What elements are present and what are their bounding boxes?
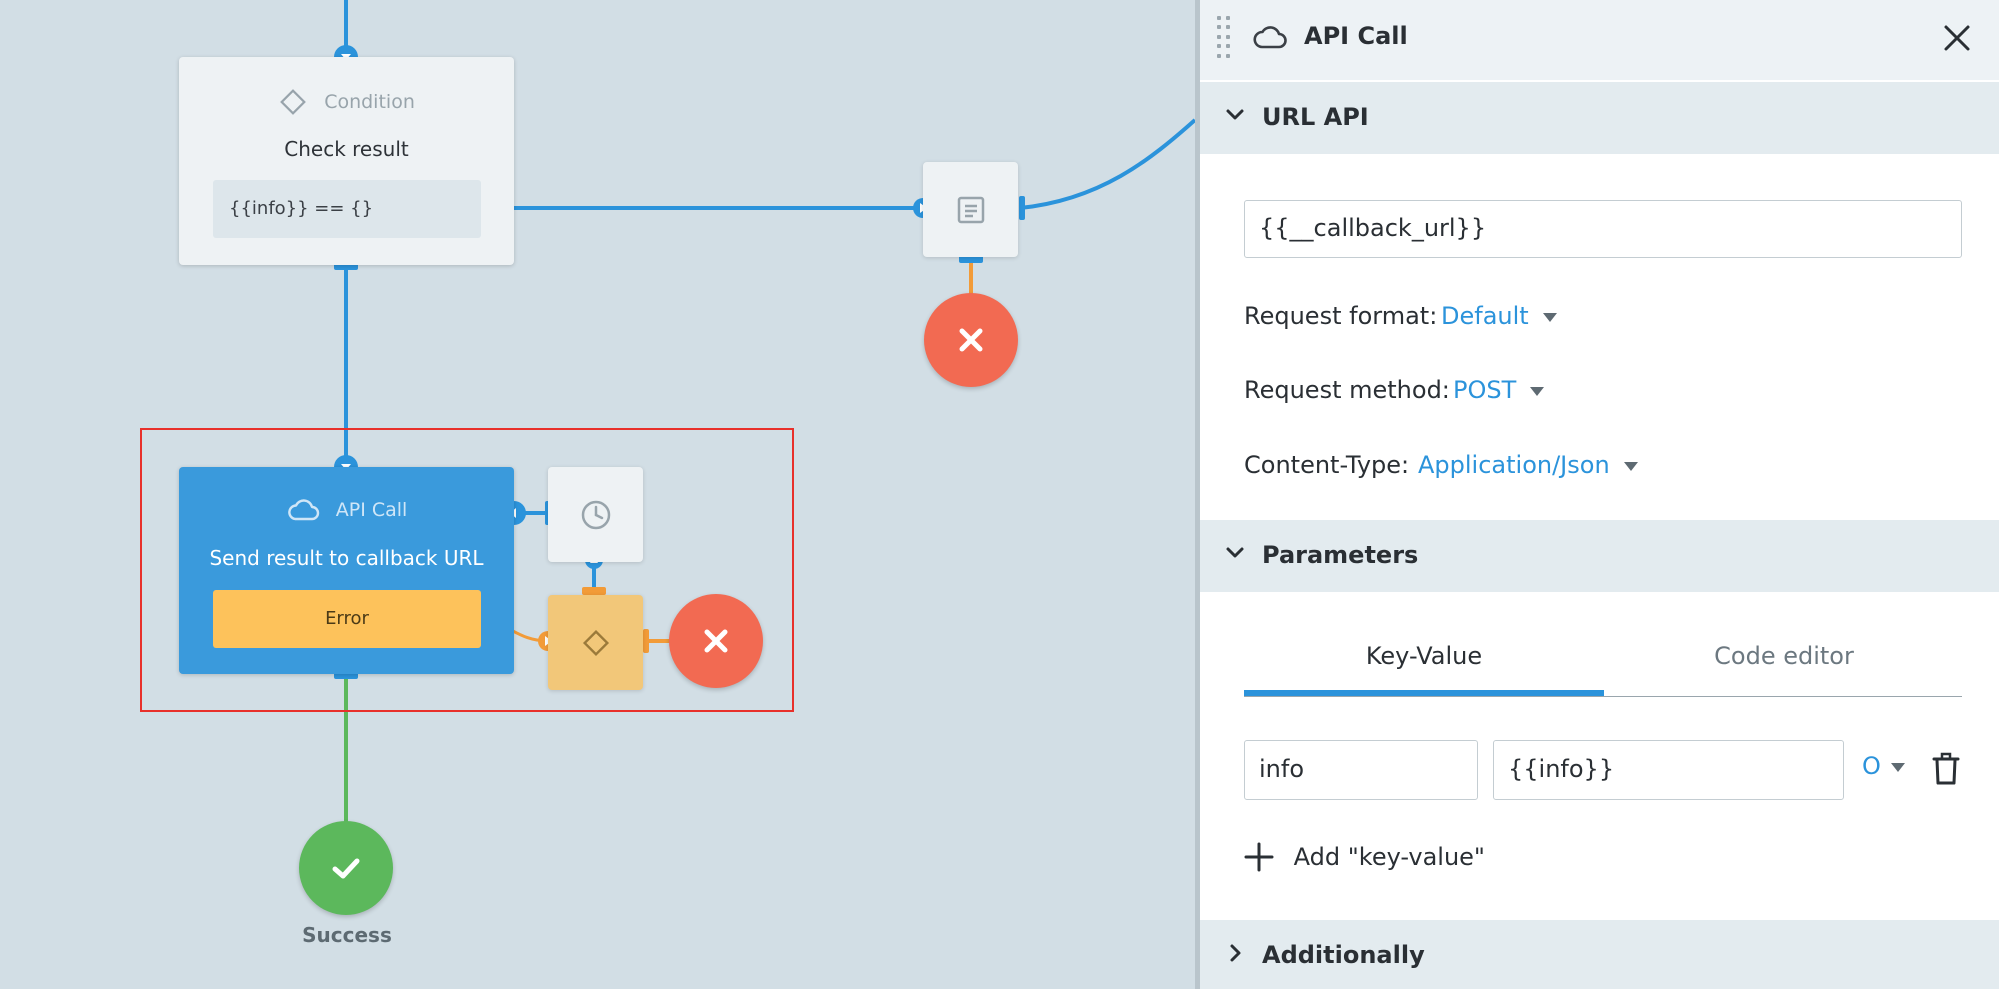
section-url-api[interactable]: URL API (1200, 82, 1999, 154)
tab-key-value[interactable]: Key-Value (1244, 624, 1604, 696)
error-condition-node[interactable] (548, 595, 643, 690)
success-end-node[interactable] (299, 821, 393, 915)
section-parameters-label: Parameters (1262, 541, 1419, 569)
chevron-down-icon (1226, 109, 1244, 120)
diamond-icon (280, 89, 307, 115)
close-icon (959, 328, 983, 352)
section-additionally-label: Additionally (1262, 941, 1425, 969)
api-node-title: Send result to callback URL (209, 546, 484, 570)
caret-down-icon (1542, 312, 1557, 322)
param-value-input[interactable]: {{info}} (1493, 740, 1844, 800)
param-key-input[interactable]: info (1244, 740, 1478, 800)
content-type-select[interactable]: Application/Json (1418, 451, 1638, 479)
close-icon (704, 629, 728, 653)
request-format-value: Default (1441, 302, 1529, 330)
condition-node[interactable]: Condition Check result {{info}} == {} (179, 57, 514, 265)
content-type-label: Content-Type: (1244, 451, 1410, 479)
caret-down-icon (1530, 386, 1545, 396)
document-icon (957, 196, 984, 223)
request-method-value: POST (1453, 376, 1517, 404)
add-key-value-label: Add "key-value" (1293, 843, 1485, 871)
param-type-value: O (1862, 752, 1881, 780)
check-icon (332, 858, 360, 879)
request-method-select[interactable]: POST (1453, 376, 1545, 404)
request-method-label: Request method: (1244, 376, 1450, 404)
api-call-node[interactable]: API Call Send result to callback URL Err… (179, 467, 514, 674)
cloud-icon (1253, 26, 1287, 49)
condition-expression[interactable]: {{info}} == {} (213, 180, 481, 238)
error-branch[interactable]: Error (213, 590, 481, 648)
flow-canvas[interactable]: Condition Check result {{info}} == {} AP… (0, 0, 1195, 989)
section-parameters[interactable]: Parameters (1200, 520, 1999, 592)
close-panel-button[interactable] (1939, 20, 1975, 56)
add-key-value-button[interactable]: Add "key-value" (1244, 842, 1485, 872)
content-type-value: Application/Json (1418, 451, 1610, 479)
parameters-tabs: Key-Value Code editor (1244, 624, 1962, 697)
success-label: Success (302, 923, 392, 947)
tab-code-editor[interactable]: Code editor (1714, 642, 1854, 670)
timeout-node[interactable] (548, 467, 643, 562)
caret-down-icon (1890, 762, 1905, 772)
diamond-icon (582, 629, 609, 656)
cloud-icon (287, 499, 319, 521)
api-type-label: API Call (335, 499, 408, 521)
chevron-right-icon (1230, 944, 1241, 962)
request-format-select[interactable]: Default (1441, 302, 1557, 330)
trash-icon[interactable] (1930, 752, 1962, 786)
fail-end-node[interactable] (924, 293, 1018, 387)
param-type-select[interactable]: O (1862, 752, 1905, 780)
condition-title: Check result (284, 137, 409, 161)
request-format-label: Request format: (1244, 302, 1438, 330)
section-additionally[interactable]: Additionally (1200, 920, 1999, 989)
document-node[interactable] (923, 162, 1018, 257)
drag-handle-icon[interactable] (1217, 16, 1231, 60)
api-node-type: API Call (179, 497, 514, 523)
clock-icon (581, 500, 610, 529)
caret-down-icon (1623, 461, 1638, 471)
section-url-api-label: URL API (1262, 103, 1369, 131)
condition-node-type: Condition (179, 87, 514, 117)
panel-header: API Call (1200, 0, 1999, 80)
properties-panel: API Call URL API {{__callback_url}} Requ… (1195, 0, 1999, 989)
url-input[interactable]: {{__callback_url}} (1244, 200, 1962, 258)
condition-type-label: Condition (324, 91, 415, 113)
panel-title: API Call (1304, 22, 1408, 50)
chevron-down-icon (1226, 547, 1244, 558)
plus-icon (1244, 842, 1274, 872)
error-end-node[interactable] (669, 594, 763, 688)
